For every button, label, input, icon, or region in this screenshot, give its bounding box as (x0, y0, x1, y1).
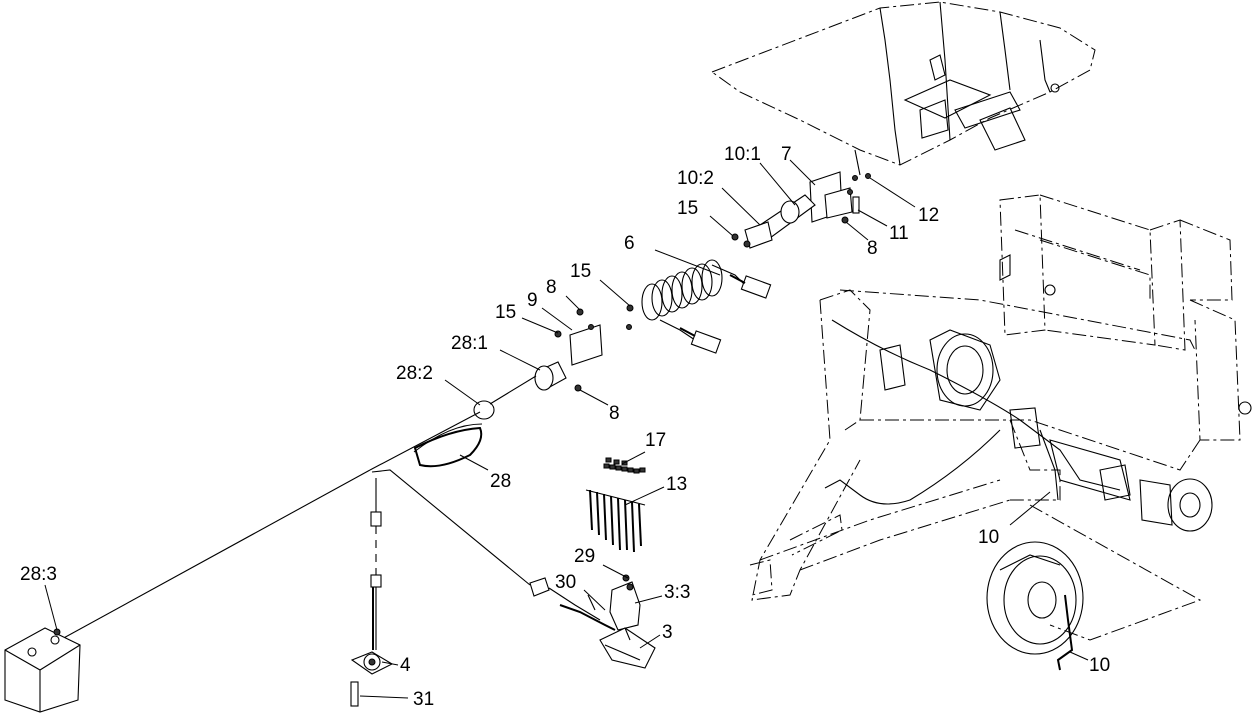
socket-bracket-9 (473, 304, 634, 420)
switch-4 (350, 651, 394, 675)
callout-12: 12 (918, 205, 939, 226)
fasteners-17 (603, 457, 646, 474)
callout-10-b: 10 (978, 527, 999, 548)
cable-ties-13 (585, 489, 646, 553)
tow-vehicle-bumper (710, 1, 1096, 176)
callout-9: 9 (527, 290, 538, 311)
callout-10-c: 10 (1089, 655, 1110, 676)
brake-drum (986, 504, 1202, 671)
callout-8-c: 8 (609, 403, 620, 424)
callout-11: 11 (889, 223, 909, 244)
callout-28: 28 (490, 471, 511, 492)
callout-3: 3 (662, 622, 673, 643)
callout-4: 4 (400, 655, 411, 676)
callout-8-a: 8 (867, 238, 878, 259)
callout-15-b: 15 (570, 261, 591, 282)
callout-10-2: 10:2 (677, 168, 714, 189)
callout-29: 29 (574, 546, 595, 567)
callout-13: 13 (666, 474, 687, 495)
module-3 (599, 627, 656, 669)
trailer-frame (749, 194, 1252, 601)
callout-15-a: 15 (677, 198, 698, 219)
callout-17: 17 (645, 430, 666, 451)
callout-8-b: 8 (546, 277, 557, 298)
callout-15-c: 15 (495, 302, 516, 323)
pin-31 (350, 681, 359, 707)
callout-labels: 10:1 7 10:2 15 12 11 8 6 15 8 9 15 28:1 … (20, 144, 1110, 710)
harness-28 (59, 411, 616, 650)
battery (4, 627, 81, 713)
callout-7: 7 (781, 144, 792, 165)
callout-28-1: 28:1 (451, 333, 488, 354)
callout-28-3: 28:3 (20, 564, 57, 585)
callout-30: 30 (555, 572, 576, 593)
callout-6: 6 (624, 233, 635, 254)
plug-assembly-7 (731, 171, 871, 249)
callout-10-1: 10:1 (724, 144, 761, 165)
callout-28-2: 28:2 (396, 363, 433, 384)
coiled-cable-6 (641, 259, 772, 354)
bracket-3-3 (587, 574, 641, 631)
leader-lines (44, 159, 1089, 699)
callout-31: 31 (413, 689, 434, 710)
callout-3-3: 3:3 (664, 582, 690, 603)
